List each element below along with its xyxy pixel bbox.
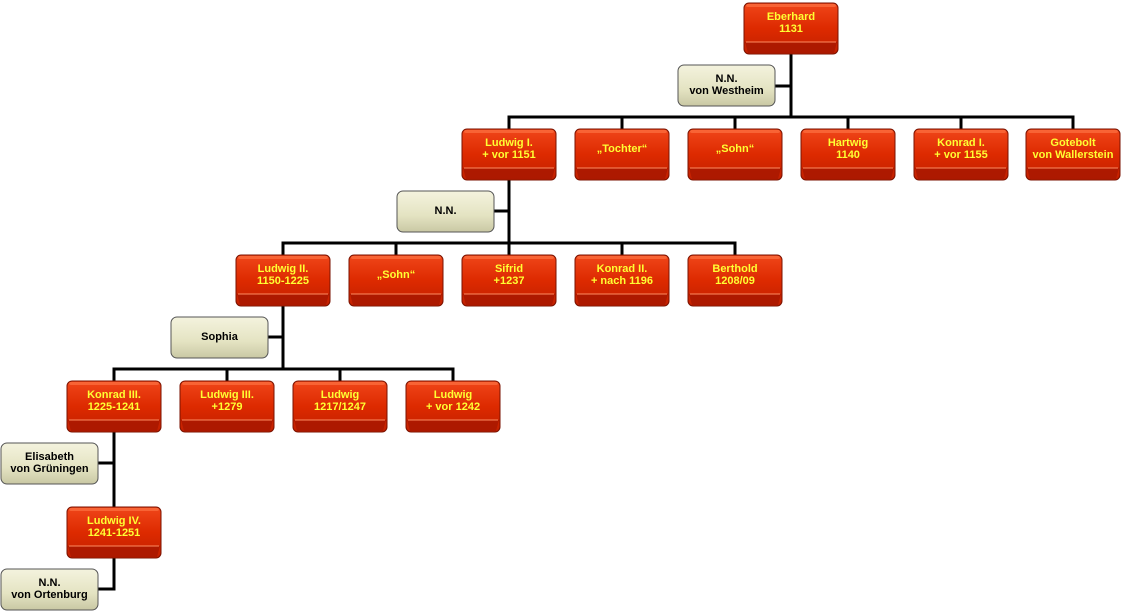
person-name: Eberhard [766, 11, 816, 23]
person-name: Hartwig [827, 137, 869, 149]
spouse-origin: von Grüningen [10, 463, 89, 475]
person-name: Sifrid [494, 263, 524, 275]
person-dates: +1237 [493, 275, 525, 287]
person-name: Ludwig II. [257, 263, 309, 275]
person-dates: 1217/1247 [314, 401, 366, 413]
person-name: „Sohn“ [715, 143, 755, 155]
spouse-origin: von Westheim [689, 85, 764, 97]
person-dates: 1150-1225 [257, 275, 309, 287]
spouse-name: N.N. [38, 577, 61, 589]
person-konrad-2[interactable]: Konrad II.+ nach 1196 [574, 254, 670, 307]
person-sohn-2[interactable]: „Sohn“ [348, 254, 444, 307]
person-ludwig-2[interactable]: Ludwig II.1150-1225 [235, 254, 331, 307]
person-name: Konrad I. [937, 137, 985, 149]
person-ludwig-1[interactable]: Ludwig I.+ vor 1151 [461, 128, 557, 181]
person-ludwig-3[interactable]: Ludwig III.+1279 [179, 380, 275, 433]
person-name: Ludwig IV. [87, 515, 141, 527]
spouse-name: Sophia [201, 331, 238, 343]
person-name: „Tochter“ [596, 143, 648, 155]
person-ludwig-b[interactable]: Ludwig+ vor 1242 [405, 380, 501, 433]
person-name: Berthold [712, 263, 758, 275]
spouse-nn[interactable]: N.N. [396, 190, 495, 233]
person-dates: 1225-1241 [87, 401, 141, 413]
person-sifrid[interactable]: Sifrid+1237 [461, 254, 557, 307]
person-name: Konrad III. [87, 389, 141, 401]
person-tochter[interactable]: „Tochter“ [574, 128, 670, 181]
person-dates: 1241-1251 [87, 527, 141, 539]
person-dates: 1140 [836, 149, 860, 161]
person-dates: 1131 [779, 23, 803, 35]
spouse-ortenburg[interactable]: N.N.von Ortenburg [0, 568, 99, 611]
person-name: Ludwig [320, 389, 360, 401]
person-konrad-3[interactable]: Konrad III.1225-1241 [66, 380, 162, 433]
person-dates: + nach 1196 [590, 275, 654, 287]
person-konrad-1[interactable]: Konrad I.+ vor 1155 [913, 128, 1009, 181]
person-name: Ludwig III. [200, 389, 254, 401]
person-name: „Sohn“ [376, 269, 416, 281]
person-dates: von Wallerstein [1032, 149, 1114, 161]
person-name: Konrad II. [596, 263, 648, 275]
spouse-name: Elisabeth [25, 451, 74, 463]
person-dates: +1279 [211, 401, 243, 413]
spouse-westheim[interactable]: N.N.von Westheim [677, 64, 776, 107]
spouse-sophia[interactable]: Sophia [170, 316, 269, 359]
person-dates: + vor 1242 [425, 401, 481, 413]
person-sohn-1[interactable]: „Sohn“ [687, 128, 783, 181]
person-dates: + vor 1151 [482, 149, 536, 161]
person-dates: + vor 1155 [934, 149, 988, 161]
person-dates: 1208/09 [715, 275, 755, 287]
spouse-origin: von Ortenburg [11, 589, 88, 601]
person-name: Ludwig [433, 389, 473, 401]
spouse-name: N.N. [434, 205, 457, 217]
person-ludwig-4[interactable]: Ludwig IV.1241-1251 [66, 506, 162, 559]
spouse-name: N.N. [715, 73, 738, 85]
person-name: Gotebolt [1050, 137, 1096, 149]
person-name: Ludwig I. [485, 137, 533, 149]
